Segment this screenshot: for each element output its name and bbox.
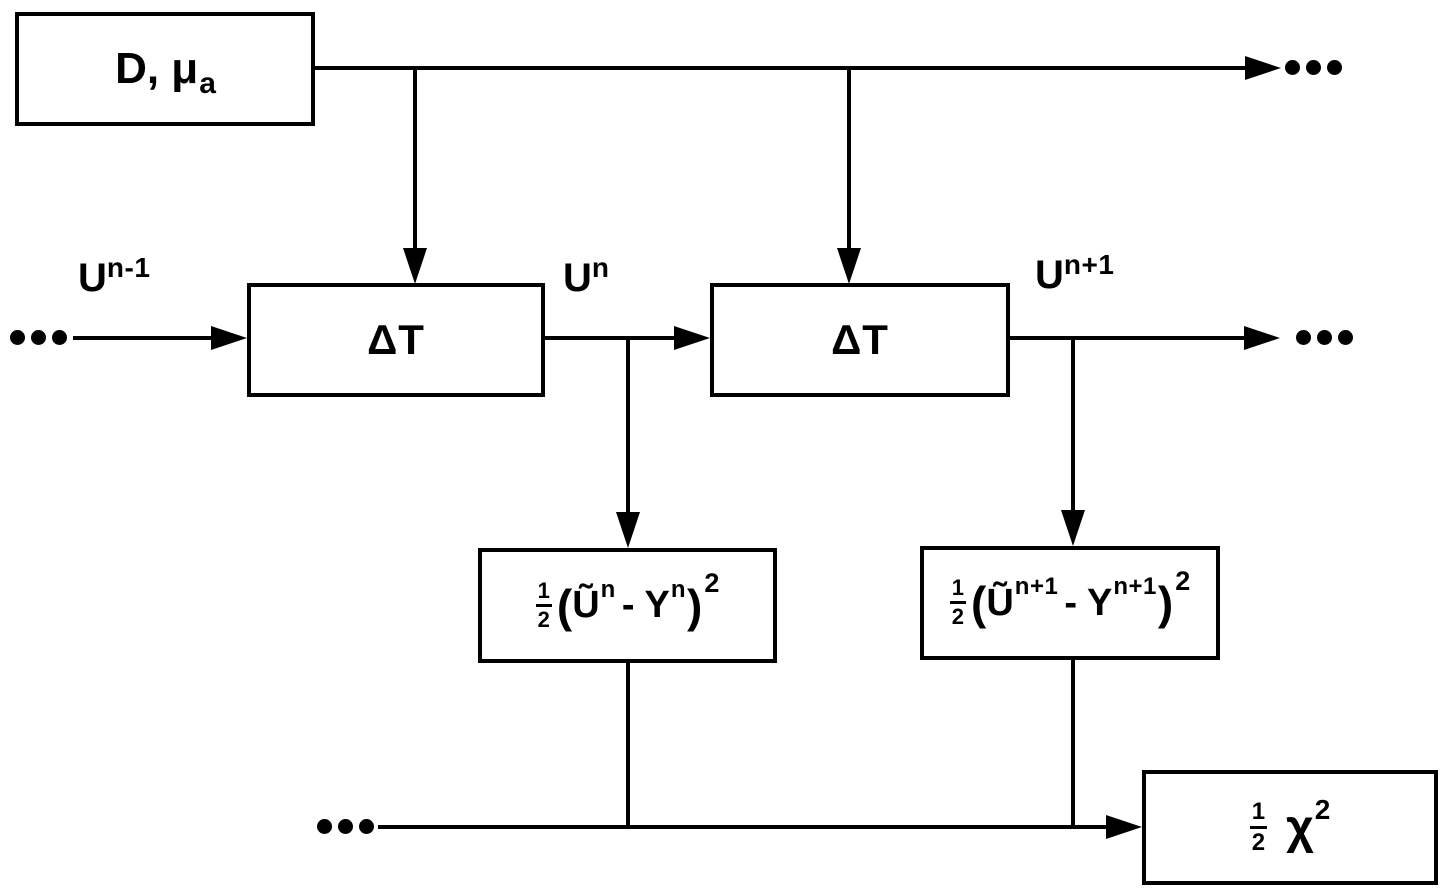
sum-collect-line [378,825,1108,829]
u-curr-branch-arrowhead-icon [616,512,640,548]
timestep-box-2: ΔT [710,283,1010,397]
params-subscript: a [199,67,216,100]
u-prev-input-arrowhead-icon [211,326,247,350]
timestep-box-1: ΔT [247,283,545,397]
chi-symbol: χ [1286,801,1314,854]
cost-n-output-line [626,661,630,829]
params-to-timestep1-arrowhead-icon [403,248,427,284]
u-next-label: Un+1 [1035,249,1115,297]
params-output-line [315,66,1247,70]
timestep1-to-timestep2-line [545,336,676,340]
u-curr-branch-line [626,336,630,514]
ellipsis-mid-right-icon [1296,330,1353,345]
params-box: D, μa [15,12,315,126]
ellipsis-top-right-icon [1285,60,1342,75]
u-curr-label: Un [563,252,610,300]
ellipsis-mid-left-icon [10,330,67,345]
u-next-branch-line [1071,336,1075,512]
u-next-branch-arrowhead-icon [1061,510,1085,546]
timestep1-to-timestep2-arrowhead-icon [674,326,710,350]
u-prev-input-line [73,336,213,340]
u-prev-label: Un-1 [78,252,151,300]
timestep2-output-line [1010,336,1246,340]
timestep2-output-arrowhead-icon [1244,326,1280,350]
timestep-2-label: ΔT [831,316,889,363]
params-label: D, μa [115,44,216,100]
timestep-1-label: ΔT [367,316,425,363]
params-to-timestep2-line [847,66,851,248]
cost-n1-output-line [1071,656,1075,829]
params-to-timestep2-arrowhead-icon [837,248,861,284]
params-output-arrowhead-icon [1245,56,1281,80]
sum-arrowhead-icon [1106,815,1142,839]
params-to-timestep1-line [413,66,417,248]
ellipsis-bottom-left-icon [317,819,374,834]
